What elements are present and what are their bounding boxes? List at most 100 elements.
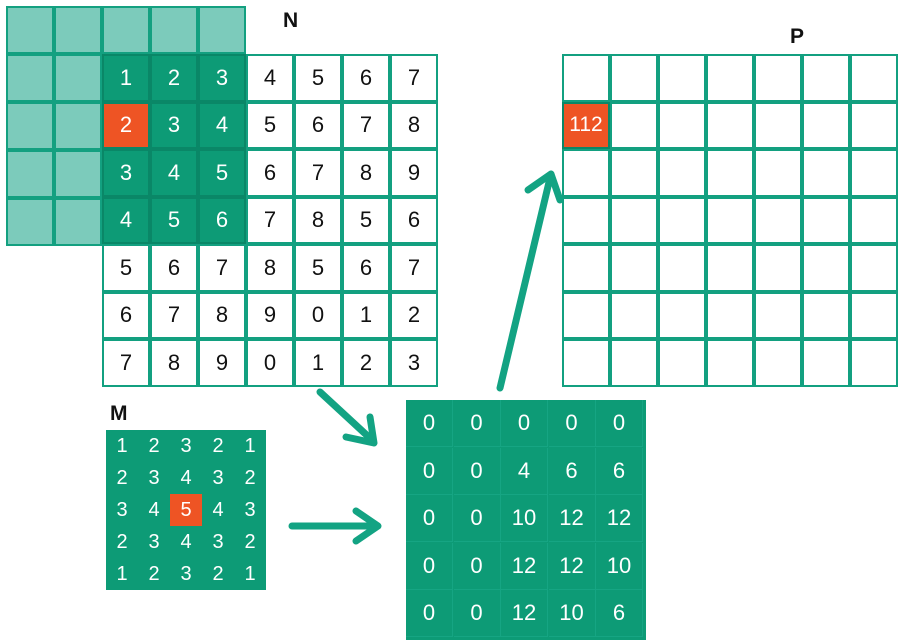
n-cell: 5: [294, 244, 342, 292]
m-cell: 3: [148, 530, 160, 553]
n-cell: 8: [390, 101, 438, 149]
n-cell: 3: [150, 101, 198, 149]
product-cell: 0: [406, 542, 453, 590]
p-cell: [658, 339, 706, 387]
n-cell: 8: [246, 244, 294, 292]
p-cell: [754, 244, 802, 292]
arrow-product-to-p: [496, 170, 564, 392]
product-cell: 10: [548, 590, 596, 637]
n-cell: 8: [198, 291, 246, 339]
m-cell: 3: [180, 434, 192, 457]
p-cell: [802, 54, 850, 102]
p-cell: [850, 339, 898, 387]
n-cell: 0: [246, 339, 294, 387]
product-cell: 12: [501, 590, 548, 637]
n-cell: 6: [342, 244, 390, 292]
halo-cell: [6, 6, 54, 54]
p-cell: [658, 291, 706, 339]
halo-cell: [6, 54, 54, 102]
halo-cell: [54, 54, 102, 102]
p-cell: [706, 101, 754, 149]
p-cell: [562, 244, 610, 292]
n-cell: 7: [390, 244, 438, 292]
n-cell: 7: [294, 149, 342, 197]
product-cell: 0: [406, 495, 453, 542]
p-cell: [658, 149, 706, 197]
p-cell: [754, 101, 802, 149]
product-cell: 6: [596, 590, 643, 637]
p-cell: [706, 339, 754, 387]
p-cell: [562, 291, 610, 339]
p-cell: [562, 149, 610, 197]
m-cell: 3: [212, 466, 224, 489]
p-cell: [610, 244, 658, 292]
halo-cell: [6, 150, 54, 198]
p-cell: [706, 291, 754, 339]
m-cell: 2: [148, 562, 160, 585]
product-cell: 0: [501, 400, 548, 447]
product-cell: 0: [406, 447, 453, 495]
p-cell: [706, 149, 754, 197]
p-cell: [658, 101, 706, 149]
m-cell: 1: [116, 434, 128, 457]
n-cell: 5: [198, 149, 246, 197]
halo-cell: [150, 6, 198, 54]
n-cell: 3: [198, 54, 246, 102]
m-cell: 2: [244, 466, 256, 489]
m-cell: 2: [212, 562, 224, 585]
p-cell: [850, 196, 898, 244]
product-cell: 0: [406, 400, 453, 447]
n-cell: 1: [342, 291, 390, 339]
m-cell: 4: [180, 530, 192, 553]
p-cell: [658, 54, 706, 102]
halo-cell: [54, 198, 102, 246]
n-cell: 7: [198, 244, 246, 292]
product-cell: 0: [453, 495, 501, 542]
n-cell: 6: [198, 196, 246, 244]
n-cell: 0: [294, 291, 342, 339]
p-cell: [802, 196, 850, 244]
arrow-n-to-product: [316, 388, 378, 447]
m-cell: 5: [170, 494, 202, 526]
p-cell: [610, 196, 658, 244]
n-cell: 9: [390, 149, 438, 197]
p-output-cell: 112: [562, 101, 610, 149]
p-cell: [562, 196, 610, 244]
n-cell: 2: [102, 101, 150, 149]
n-cell: 6: [102, 291, 150, 339]
m-cell: 4: [180, 466, 192, 489]
p-cell: [706, 54, 754, 102]
m-cell: 4: [212, 498, 224, 521]
arrow-m-to-product: [288, 507, 382, 545]
n-cell: 6: [150, 244, 198, 292]
n-cell: 5: [342, 196, 390, 244]
n-cell: 5: [246, 101, 294, 149]
p-cell: [706, 244, 754, 292]
n-cell: 4: [102, 196, 150, 244]
n-cell: 4: [246, 54, 294, 102]
m-cell: 1: [244, 434, 256, 457]
m-cell: 4: [148, 498, 160, 521]
n-cell: 8: [150, 339, 198, 387]
p-cell: [850, 101, 898, 149]
n-cell: 6: [342, 54, 390, 102]
n-cell: 6: [294, 101, 342, 149]
p-cell: [658, 244, 706, 292]
p-cell: [802, 101, 850, 149]
halo-cell: [6, 198, 54, 246]
n-cell: 5: [102, 244, 150, 292]
p-cell: [610, 149, 658, 197]
n-cell: 1: [294, 339, 342, 387]
n-cell: 4: [198, 101, 246, 149]
p-cell: [610, 339, 658, 387]
n-cell: 7: [342, 101, 390, 149]
n-cell: 5: [294, 54, 342, 102]
product-cell: 0: [453, 542, 501, 590]
m-cell: 2: [212, 434, 224, 457]
product-cell: 4: [501, 447, 548, 495]
n-cell: 3: [102, 149, 150, 197]
p-cell: [850, 244, 898, 292]
